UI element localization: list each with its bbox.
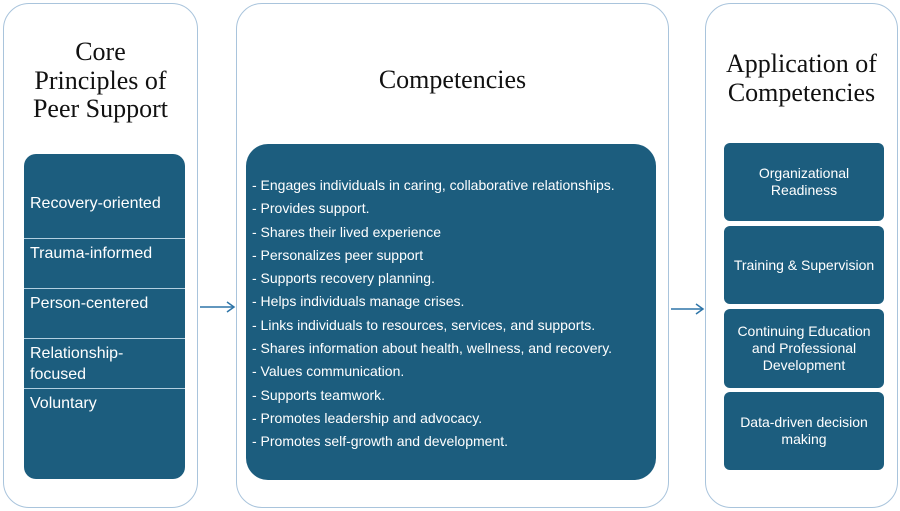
- competency-item: - Personalizes peer support: [252, 246, 424, 263]
- competency-item: - Provides support.: [252, 200, 370, 217]
- competency-item: - Shares their lived experience: [252, 223, 442, 240]
- competencies-box: - Engages individuals in caring, collabo…: [246, 144, 656, 480]
- principles-box: Recovery-oriented Trauma-informed Person…: [24, 154, 185, 479]
- principle-recovery-oriented: Recovery-oriented: [30, 195, 161, 212]
- core-principles-panel: Core Principles of Peer Support Recovery…: [3, 3, 198, 508]
- principle-divider: [24, 238, 185, 239]
- principle-relationship-focused: Relationship- focused: [30, 345, 124, 383]
- competencies-panel: Competencies - Engages individuals in ca…: [236, 3, 669, 508]
- principle-divider: [24, 288, 185, 289]
- competency-item: - Promotes self-growth and development.: [252, 433, 509, 450]
- application-data-driven-decision: Data-driven decision making: [724, 392, 884, 470]
- competencies-title: Competencies: [378, 65, 527, 94]
- competency-item: - Engages individuals in caring, collabo…: [252, 177, 615, 193]
- principle-divider: [24, 388, 185, 389]
- competency-item: - Helps individuals manage crises.: [252, 293, 465, 310]
- arrow-right-icon: [671, 303, 705, 315]
- principle-divider: [24, 338, 185, 339]
- application-continuing-education: Continuing Education and Professional De…: [724, 309, 884, 388]
- competency-item: - Supports teamwork.: [252, 386, 386, 403]
- application-panel: Application of Competencies Organization…: [705, 3, 898, 508]
- principle-trauma-informed: Trauma-informed: [30, 245, 153, 262]
- competency-item: - Links individuals to resources, servic…: [252, 316, 596, 333]
- arrow-right-icon: [200, 301, 236, 313]
- application-organizational-readiness: Organizational Readiness: [724, 143, 884, 221]
- competency-item: - Values communication.: [252, 363, 405, 380]
- principle-voluntary: Voluntary: [30, 395, 97, 412]
- application-title: Application of Competencies: [726, 49, 877, 107]
- competency-item: - Shares information about health, welln…: [252, 340, 613, 357]
- principle-person-centered: Person-centered: [30, 295, 149, 312]
- core-principles-title: Core Principles of Peer Support: [32, 37, 169, 124]
- competency-item: - Promotes leadership and advocacy.: [252, 409, 483, 426]
- application-training-supervision: Training & Supervision: [724, 226, 884, 304]
- competency-item: - Supports recovery planning.: [252, 270, 435, 287]
